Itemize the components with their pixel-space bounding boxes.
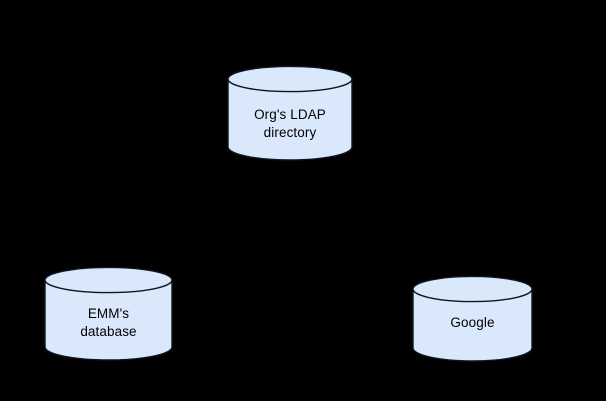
node-org-ldap-directory[interactable]: Org's LDAP directory: [227, 65, 353, 161]
node-google[interactable]: Google: [412, 275, 533, 362]
node-emm-database[interactable]: EMM's database: [44, 266, 173, 361]
database-cylinder-icon: [44, 266, 173, 361]
database-cylinder-icon: [412, 275, 533, 362]
database-cylinder-icon: [227, 65, 353, 161]
